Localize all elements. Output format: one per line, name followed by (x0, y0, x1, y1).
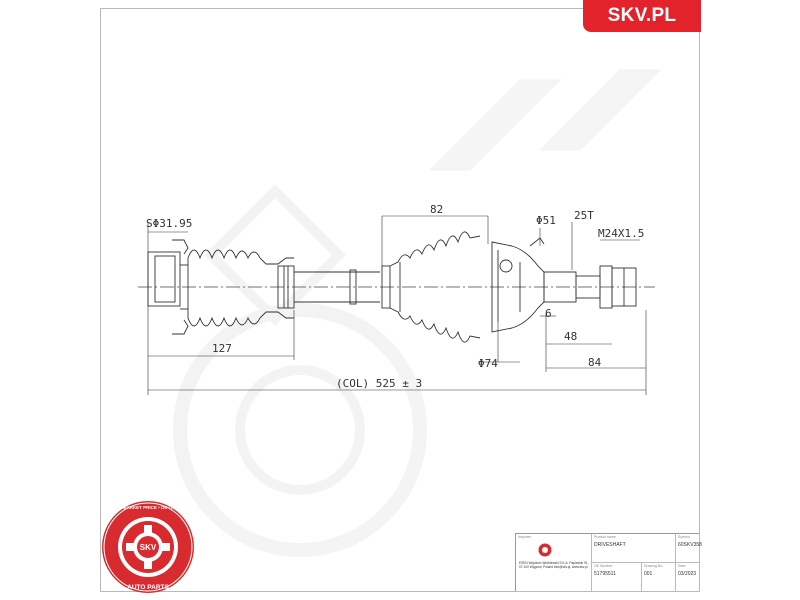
product-name-cell: Product name DRIVESHAFT (592, 534, 676, 563)
dim-dia-51: Φ51 (536, 214, 556, 227)
drawing-no: 001 (644, 571, 653, 577)
dim-dia-74: Φ74 (478, 357, 498, 370)
shaft (294, 265, 391, 309)
brand-logo[interactable]: SKV.PL (583, 0, 701, 32)
date-cell: Date 03/2023 (676, 563, 700, 592)
title-block: Importer ESEN Wojciech Wróblewski S.K.A.… (515, 533, 702, 592)
dim-spline: 25T (574, 209, 594, 222)
dim-thread: M24X1.5 (598, 227, 644, 240)
inner-boot (187, 249, 295, 327)
seal-center-text: SKV (140, 543, 157, 552)
date: 03/2023 (678, 571, 697, 577)
oe-label: OE Number (594, 564, 613, 568)
outer-boot (389, 231, 481, 343)
outer-joint (491, 237, 545, 333)
seal-top-text: AFTERMARKET PRICE • OE QUALITY (108, 505, 189, 510)
dimension-lines (147, 215, 647, 395)
importer-cell: Importer ESEN Wojciech Wróblewski S.K.A.… (516, 534, 592, 592)
oe-cell: OE Number 51795511 (592, 563, 642, 592)
importer-label: Importer (518, 535, 532, 539)
dim-82: 82 (430, 203, 443, 216)
dim-sphere: SΦ31.95 (146, 217, 192, 230)
symbol: 60SKV358 (678, 542, 702, 548)
seal-bottom-text: AUTO PARTS (127, 584, 169, 591)
dim-6: 6 (545, 307, 552, 320)
dim-48: 48 (564, 330, 577, 343)
skv-logo-icon (538, 543, 552, 557)
dimension-texts: SΦ31.95 82 Φ51 25T M24X1.5 6 48 127 Φ74 … (146, 203, 644, 390)
symbol-label: Symbol (678, 535, 690, 539)
watermark (173, 69, 662, 557)
dim-total: (COL) 525 ± 3 (336, 377, 422, 390)
product-name: DRIVESHAFT (594, 542, 626, 548)
quality-seal: SKV AFTERMARKET PRICE • OE QUALITY AUTO … (102, 501, 194, 593)
stub-axle (543, 265, 637, 309)
oe-number: 51795511 (594, 571, 616, 577)
date-label: Date (678, 564, 686, 568)
dim-127: 127 (212, 342, 232, 355)
symbol-cell: Symbol 60SKV358 (676, 534, 702, 563)
importer-text: ESEN Wojciech Wróblewski S.K.A. Papieski… (519, 561, 589, 569)
drawing-frame (100, 8, 700, 592)
drawing-no-cell: Drawing No. 001 (642, 563, 676, 592)
dim-84: 84 (588, 356, 602, 369)
product-name-label: Product name (594, 535, 616, 539)
drawing-no-label: Drawing No. (644, 564, 664, 568)
